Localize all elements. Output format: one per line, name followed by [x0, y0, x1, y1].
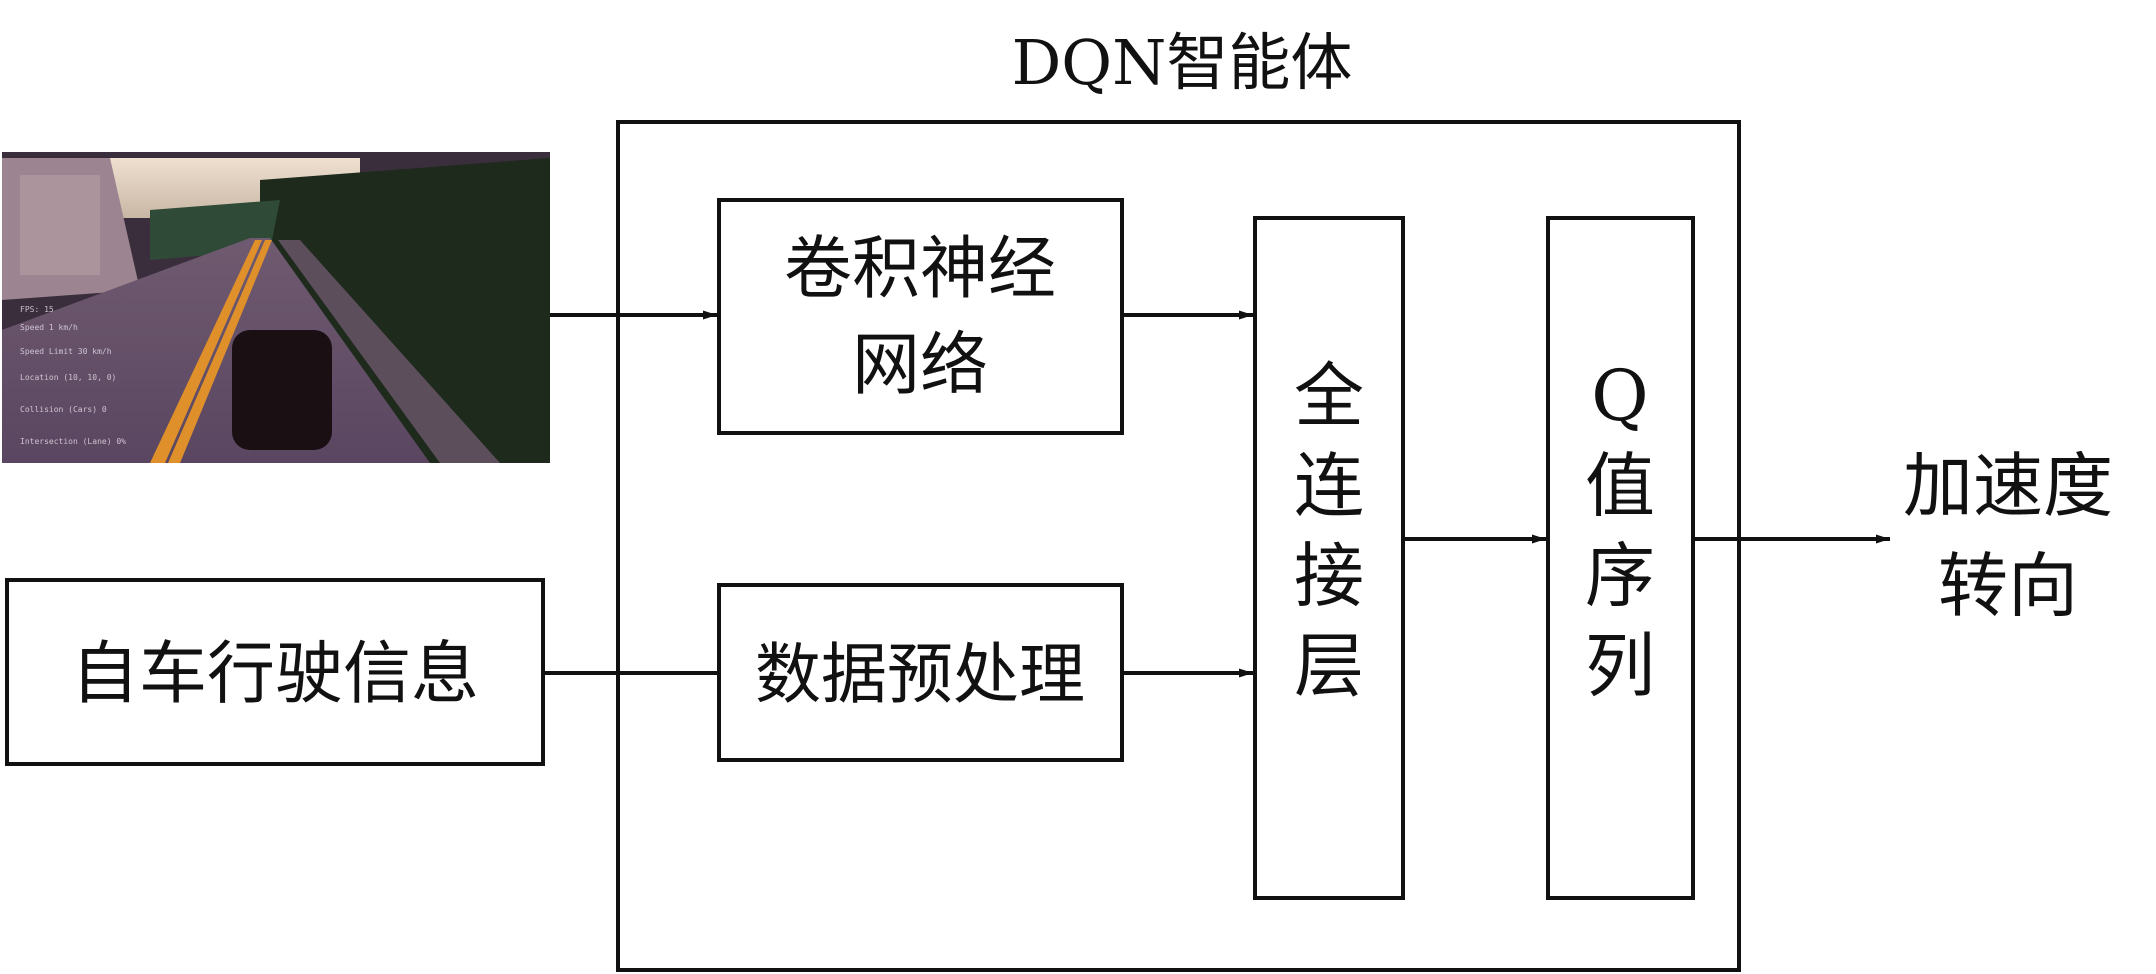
cnn-box	[717, 198, 1124, 435]
preprocess-label: 数据预处理	[755, 636, 1085, 713]
fc-char: 层	[1294, 625, 1364, 707]
svg-text:Collision (Cars) 0: Collision (Cars) 0	[20, 405, 107, 414]
cnn-label-line1: 卷积神经	[784, 230, 1056, 309]
output-line2: 转向	[1938, 545, 2078, 627]
ego-info-label: 自车行驶信息	[71, 635, 479, 714]
q-values-box	[1546, 216, 1695, 900]
output-line1: 加速度	[1903, 445, 2113, 527]
q-char: Q	[1591, 355, 1648, 437]
q-char: 值	[1585, 445, 1655, 527]
preprocess-box	[717, 583, 1124, 762]
svg-text:Location (10, 10, 0): Location (10, 10, 0)	[20, 373, 116, 382]
camera-view-image: FPS: 15 Speed 1 km/h Speed Limit 30 km/h…	[2, 152, 550, 463]
agent-title: DQN智能体	[1012, 26, 1353, 99]
svg-text:Speed Limit 30 km/h: Speed Limit 30 km/h	[20, 347, 112, 356]
svg-text:FPS: 15: FPS: 15	[20, 305, 54, 314]
cnn-label-line2: 网络	[852, 326, 988, 405]
fully-connected-box	[1253, 216, 1405, 900]
svg-text:Speed 1 km/h: Speed 1 km/h	[20, 323, 78, 332]
fc-char: 接	[1294, 535, 1364, 617]
q-char: 序	[1585, 535, 1655, 617]
fc-char: 全	[1294, 355, 1364, 437]
q-char: 列	[1585, 625, 1655, 707]
svg-text:Intersection (Lane) 0%: Intersection (Lane) 0%	[20, 437, 126, 446]
fc-char: 连	[1294, 445, 1364, 527]
